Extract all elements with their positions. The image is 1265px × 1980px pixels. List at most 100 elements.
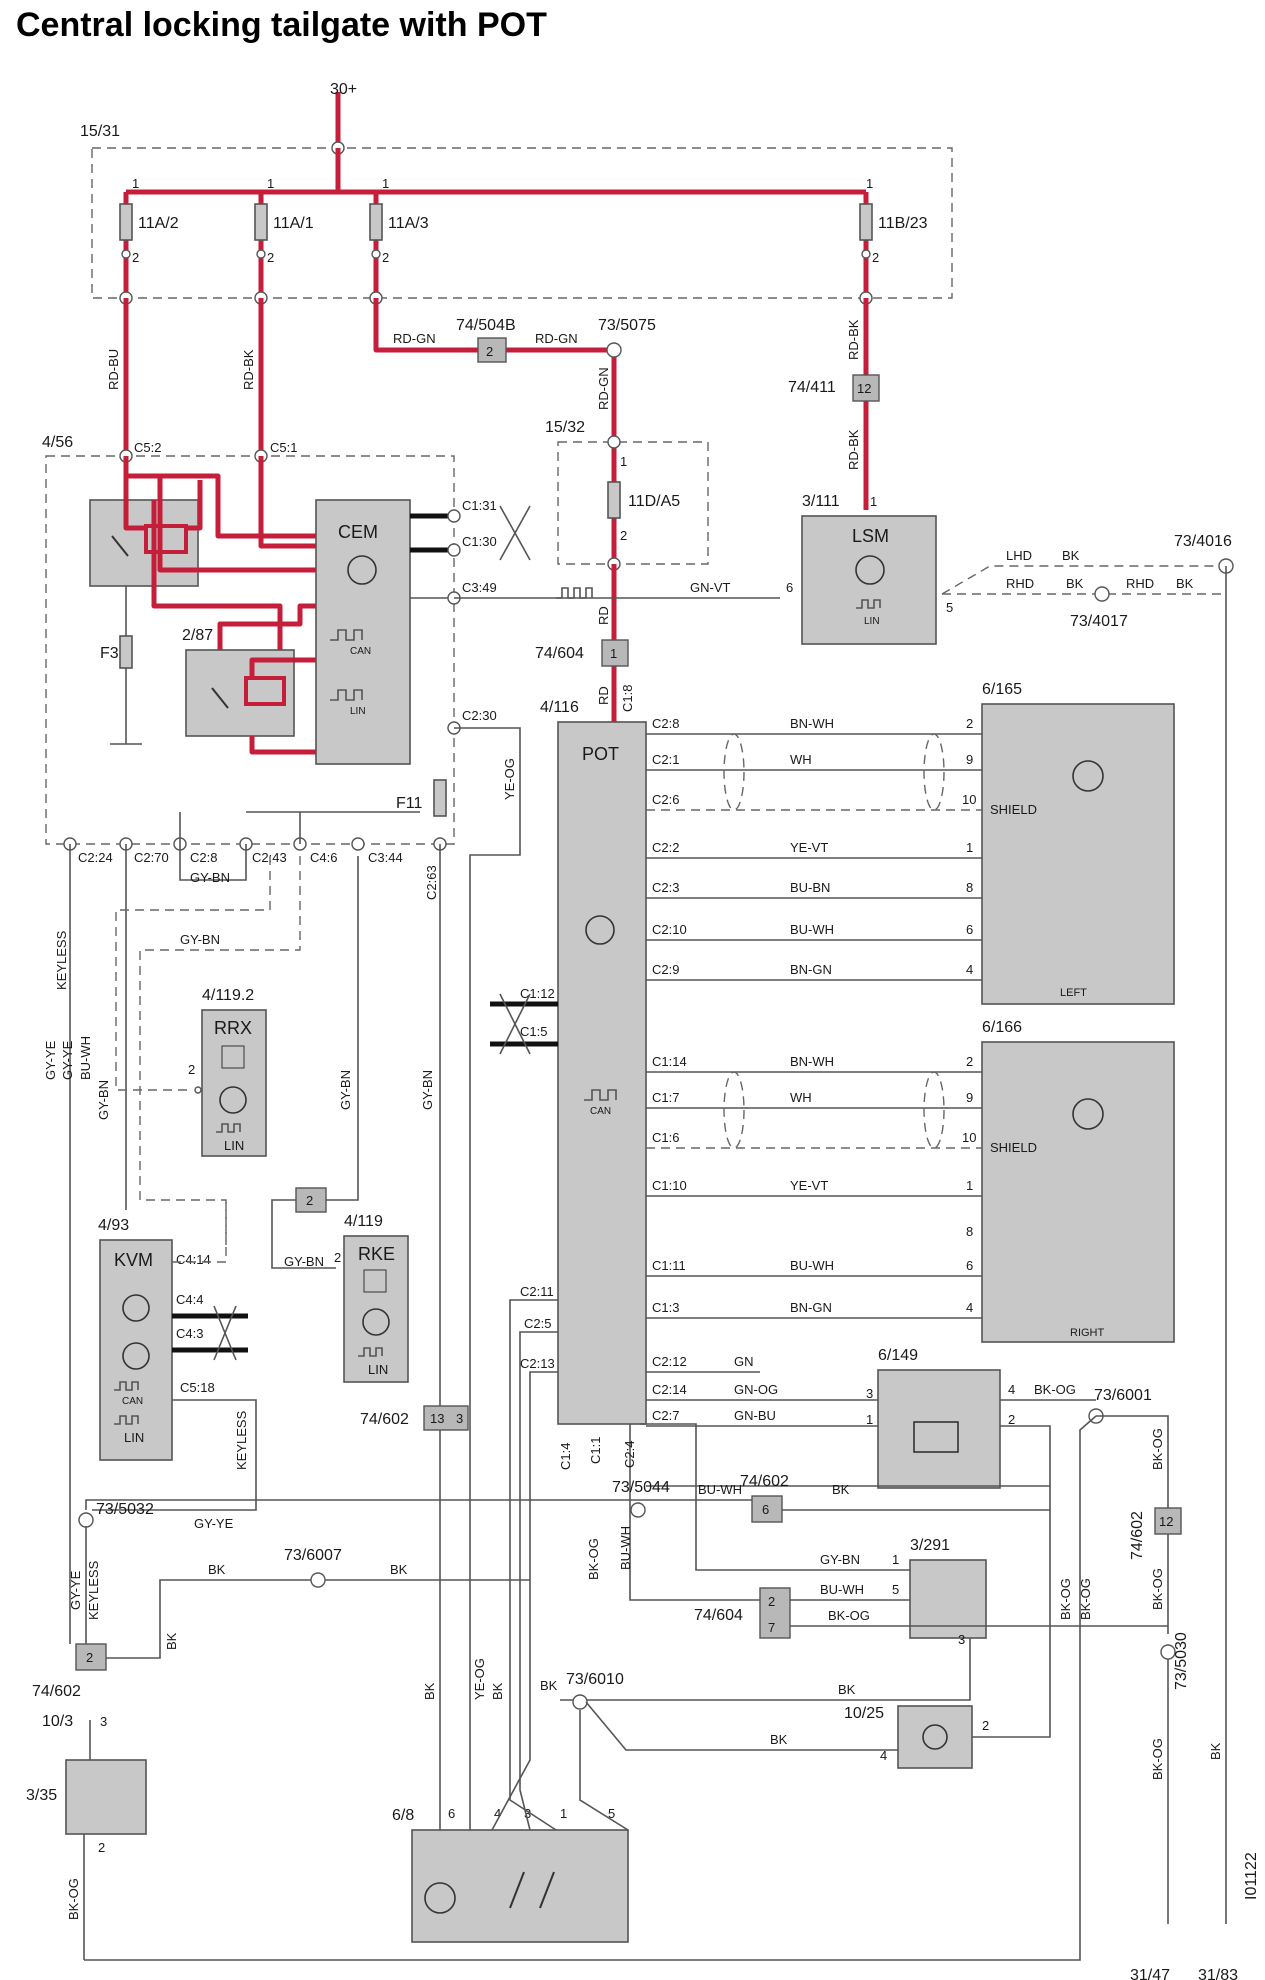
svg-text:GY-BN: GY-BN [180,932,220,947]
svg-text:LEFT: LEFT [1060,987,1087,999]
svg-text:6/149: 6/149 [878,1347,918,1364]
svg-text:RRX: RRX [214,1018,252,1038]
svg-text:F3: F3 [100,645,119,662]
svg-text:C1:1: C1:1 [588,1437,603,1464]
svg-text:C5:18: C5:18 [180,1380,215,1395]
svg-text:6/166: 6/166 [982,1019,1022,1036]
svg-text:2: 2 [86,1650,93,1665]
svg-text:LIN: LIN [368,1362,388,1377]
svg-text:12: 12 [1159,1514,1173,1529]
svg-text:1: 1 [610,646,617,661]
svg-text:2: 2 [382,250,389,265]
svg-text:BK: BK [770,1732,788,1747]
svg-text:C1:7: C1:7 [652,1090,679,1105]
svg-text:GN-BU: GN-BU [734,1408,776,1423]
svg-text:C2:8: C2:8 [190,850,217,865]
svg-text:CAN: CAN [122,1396,143,1407]
svg-text:BU-WH: BU-WH [698,1482,742,1497]
svg-text:5: 5 [892,1582,899,1597]
svg-text:74/602: 74/602 [360,1411,409,1428]
svg-text:RD-BU: RD-BU [106,349,121,390]
svg-text:C4:6: C4:6 [310,850,337,865]
svg-text:BK: BK [390,1562,408,1577]
svg-text:4/93: 4/93 [98,1217,129,1234]
svg-text:2: 2 [872,250,879,265]
svg-text:1: 1 [267,176,274,191]
svg-text:LIN: LIN [124,1430,144,1445]
svg-text:1: 1 [870,494,877,509]
svg-text:YE-VT: YE-VT [790,840,828,855]
svg-text:1: 1 [866,1412,873,1427]
svg-text:POT: POT [582,744,619,764]
svg-text:BK: BK [208,1562,226,1577]
svg-text:1: 1 [620,454,627,469]
svg-text:BK-OG: BK-OG [1150,1568,1165,1610]
svg-text:1: 1 [966,840,973,855]
svg-text:RD-BK: RD-BK [846,319,861,360]
svg-text:11A/2: 11A/2 [138,215,179,232]
svg-text:RD: RD [596,606,611,625]
svg-text:BK: BK [838,1682,856,1697]
cem-lower-wiring: GY-YE GY-YE BU-WH KEYLESS GY-BN GY-BN GY… [43,727,521,1644]
svg-text:GY-BN: GY-BN [820,1552,860,1567]
svg-text:10: 10 [962,792,976,807]
svg-text:3/291: 3/291 [910,1537,950,1554]
svg-text:LIN: LIN [224,1138,244,1153]
supply-label: 30+ [330,81,357,98]
svg-text:WH: WH [790,752,812,767]
svg-text:C1:30: C1:30 [462,534,497,549]
rrx-module: 4/119.2 RRX LIN 2 [188,987,267,1157]
svg-text:4: 4 [966,962,973,977]
svg-text:RIGHT: RIGHT [1070,1327,1105,1339]
svg-text:1: 1 [892,1552,899,1567]
splice-5075 [606,342,622,358]
svg-text:BK-OG: BK-OG [1150,1738,1165,1780]
svg-text:6: 6 [966,1258,973,1273]
svg-text:C2:24: C2:24 [78,850,113,865]
svg-text:BU-WH: BU-WH [790,922,834,937]
svg-text:GY-YE: GY-YE [60,1040,75,1080]
svg-text:4: 4 [1008,1382,1015,1397]
svg-text:10/3: 10/3 [42,1713,73,1730]
svg-text:C1:14: C1:14 [652,1054,687,1069]
svg-text:4/116: 4/116 [540,699,579,716]
svg-text:GY-YE: GY-YE [43,1040,58,1080]
svg-text:BK: BK [1176,576,1194,591]
svg-text:1: 1 [560,1806,567,1821]
motor-6-166: 6/166 SHIELD RIGHT C1:14 C1:7 C1:6 C1:10… [646,1019,1175,1343]
svg-text:C3:44: C3:44 [368,850,403,865]
svg-text:3/111: 3/111 [802,493,840,510]
svg-text:7: 7 [768,1620,775,1635]
svg-text:2: 2 [267,250,274,265]
svg-text:C4:4: C4:4 [176,1292,203,1307]
svg-text:GY-BN: GY-BN [284,1254,324,1269]
svg-text:RHD: RHD [1006,576,1034,591]
svg-text:BU-WH: BU-WH [790,1258,834,1273]
svg-text:2: 2 [982,1718,989,1733]
svg-text:LHD: LHD [1006,548,1032,563]
svg-text:BK-OG: BK-OG [828,1608,870,1623]
svg-text:74/602: 74/602 [32,1683,81,1700]
svg-text:C4:14: C4:14 [176,1252,211,1267]
svg-text:5: 5 [946,600,953,615]
svg-text:73/4016: 73/4016 [1174,533,1232,550]
latch-6-149: 6/149 C2:12 C2:14 C2:7 GN GN-OG GN-BU 3 … [84,1347,1182,1980]
svg-text:3: 3 [456,1411,463,1426]
svg-text:I01122: I01122 [1243,1852,1260,1900]
svg-text:BK-OG: BK-OG [586,1538,601,1580]
svg-text:C5:1: C5:1 [270,440,297,455]
svg-text:GN-OG: GN-OG [734,1382,778,1397]
svg-text:RD-BK: RD-BK [241,349,256,390]
svg-text:C2:1: C2:1 [652,752,679,767]
svg-text:C2:6: C2:6 [652,792,679,807]
svg-text:LIN: LIN [864,616,880,627]
svg-text:BK-OG: BK-OG [1150,1428,1165,1470]
svg-text:2: 2 [966,716,973,731]
svg-text:3: 3 [866,1386,873,1401]
svg-text:2: 2 [188,1062,195,1077]
svg-text:15/32: 15/32 [545,419,585,436]
svg-text:2: 2 [486,344,493,359]
svg-text:RD-GN: RD-GN [596,367,611,410]
svg-text:SHIELD: SHIELD [990,802,1037,817]
svg-text:74/602: 74/602 [740,1473,789,1490]
